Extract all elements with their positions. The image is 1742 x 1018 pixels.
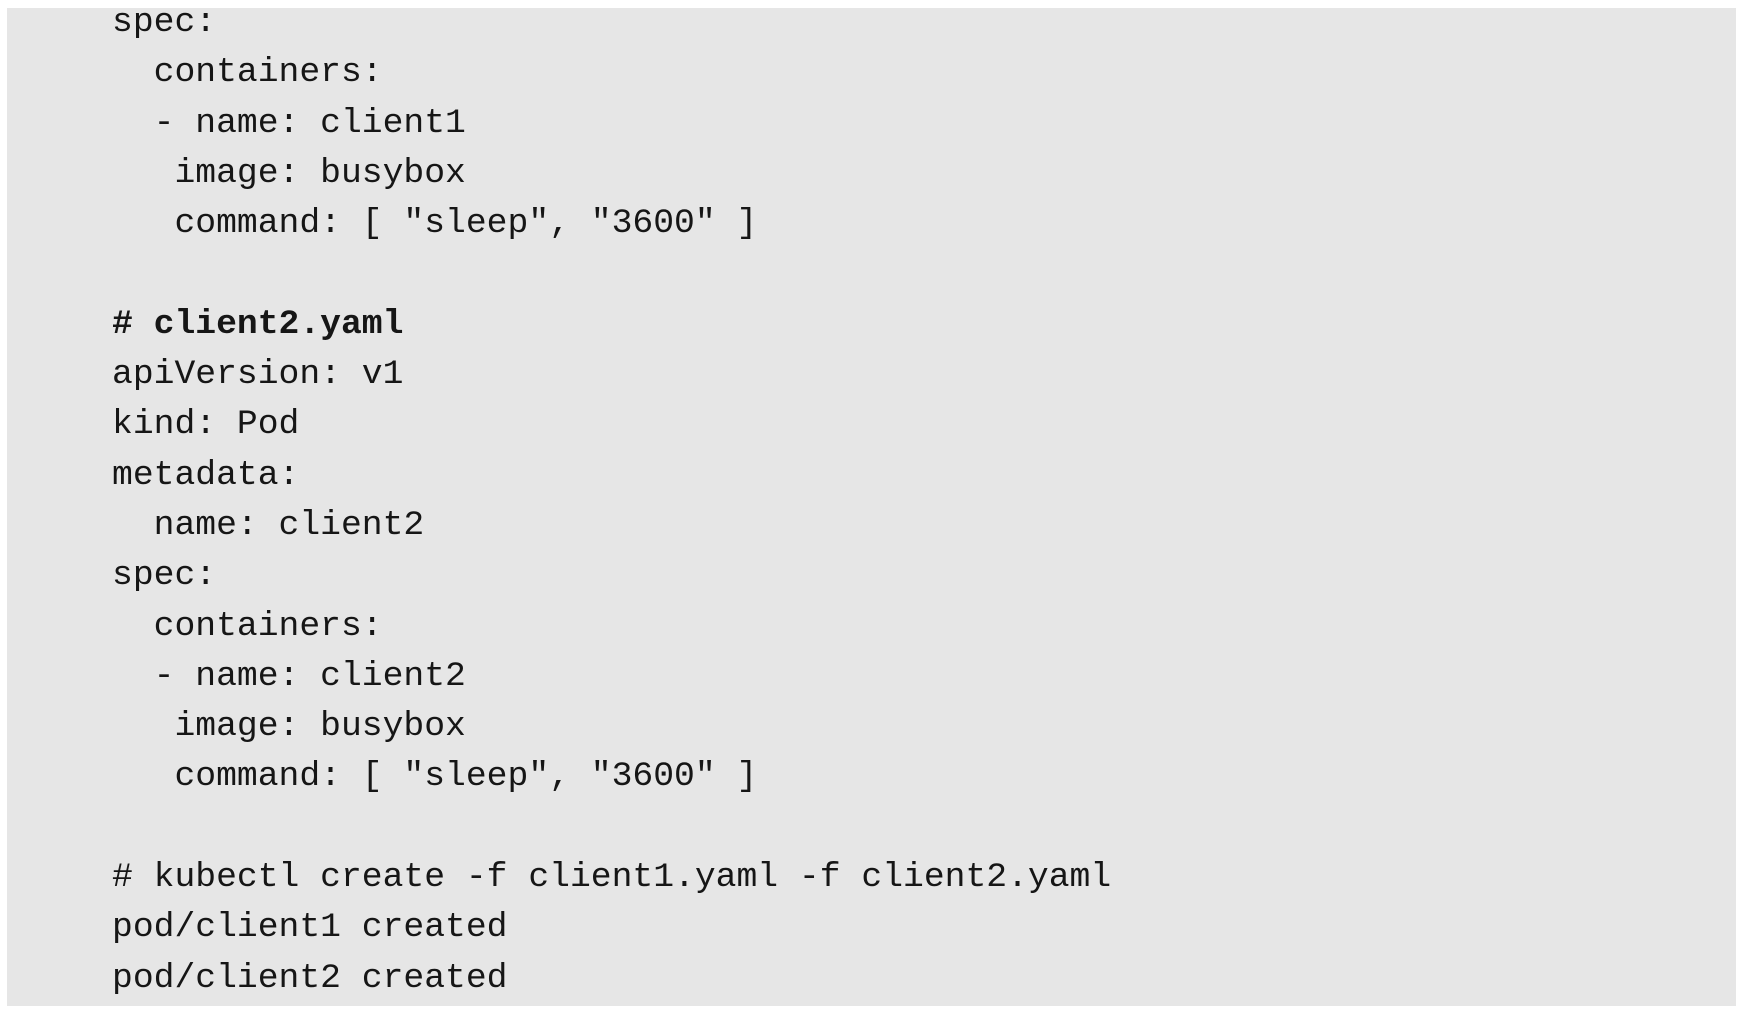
code-line: # kubectl create -f client1.yaml -f clie… xyxy=(112,858,1112,898)
code-listing-block: spec: containers: - name: client1 image:… xyxy=(7,8,1736,1006)
code-line: kind: Pod xyxy=(112,405,300,445)
code-line: metadata: xyxy=(112,455,300,495)
code-line-filename-comment: # client2.yaml xyxy=(112,304,404,344)
code-line: spec: xyxy=(112,556,217,596)
code-line: command: [ "sleep", "3600" ] xyxy=(112,204,758,244)
code-line: pod/client2 created xyxy=(112,958,508,998)
code-line: containers: xyxy=(112,53,383,93)
code-line: containers: xyxy=(112,606,383,646)
code-line: image: busybox xyxy=(112,153,466,193)
code-line xyxy=(112,803,1736,853)
code-line: pod/client1 created xyxy=(112,908,508,948)
code-line: - name: client2 xyxy=(112,656,466,696)
code-line xyxy=(112,249,1736,299)
code-line: - name: client1 xyxy=(112,103,466,143)
code-line: image: busybox xyxy=(112,707,466,747)
code-line: command: [ "sleep", "3600" ] xyxy=(112,757,758,797)
code-line: name: client2 xyxy=(112,505,425,545)
code-lines-container: spec: containers: - name: client1 image:… xyxy=(112,8,1736,1004)
code-line: spec: xyxy=(112,8,217,42)
code-line: apiVersion: v1 xyxy=(112,355,404,395)
